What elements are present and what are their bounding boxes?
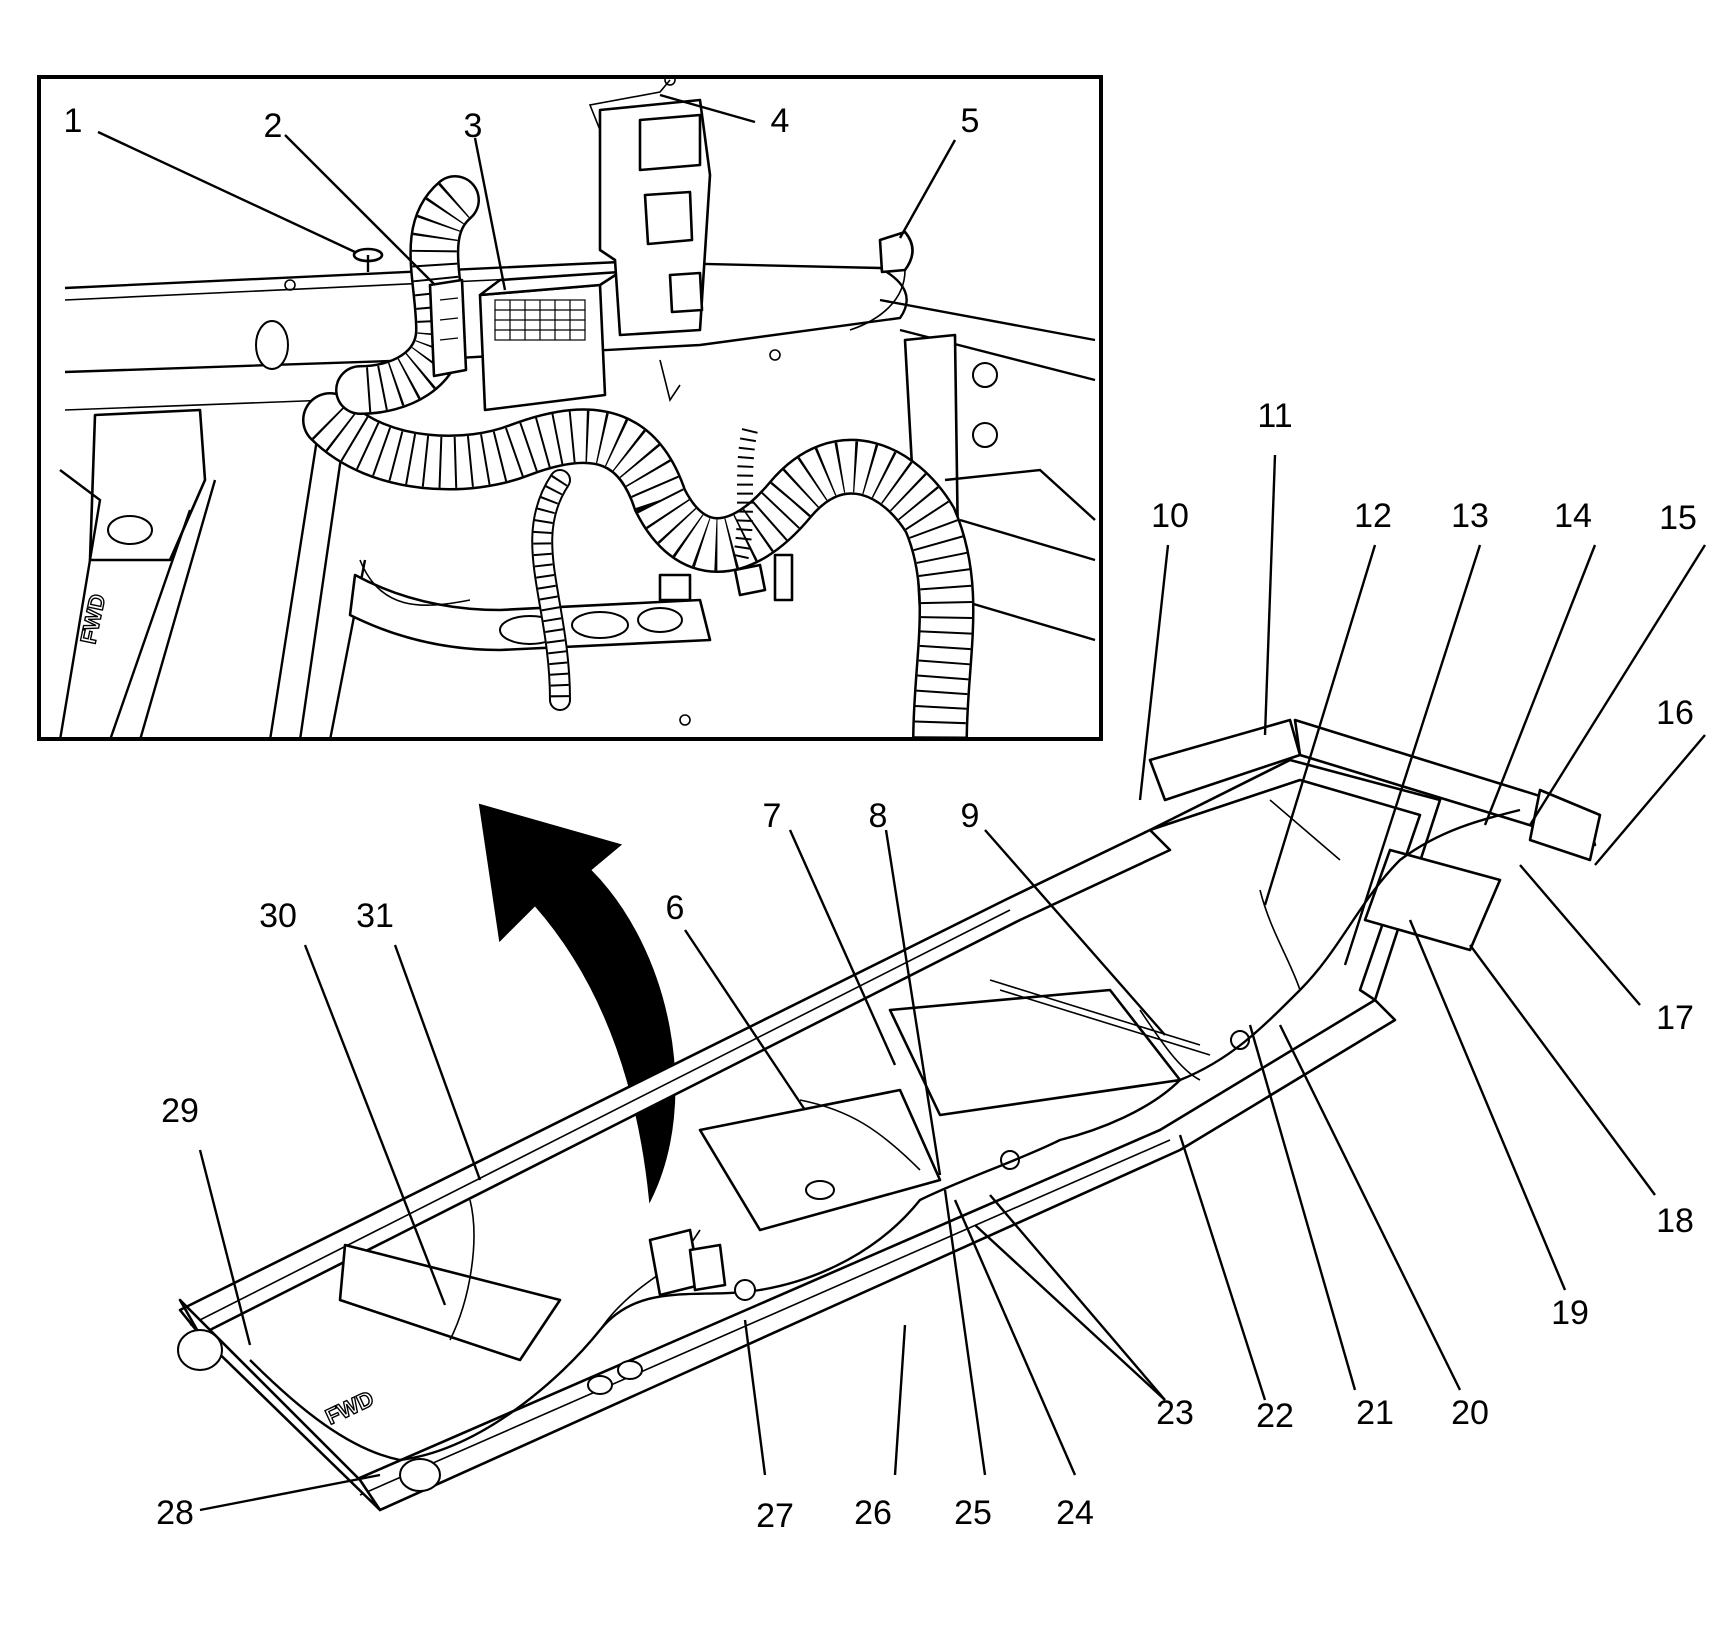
chassis-frame-view: FWD <box>177 718 1602 1512</box>
connector-body <box>428 278 468 378</box>
callout-20: 20 <box>1451 1394 1489 1432</box>
leader-4 <box>659 93 756 124</box>
callout-31: 31 <box>356 897 394 935</box>
callout-2: 2 <box>264 107 283 145</box>
callout-1: 1 <box>64 102 83 140</box>
fwd-stamp-small: FWD <box>322 1386 378 1430</box>
callout-13: 13 <box>1451 497 1489 535</box>
inset-detail-view: FWD <box>37 75 1103 741</box>
callout-22: 22 <box>1256 1397 1294 1435</box>
callout-6: 6 <box>666 889 685 927</box>
nut-a <box>733 563 767 597</box>
callout-28: 28 <box>156 1494 194 1532</box>
fuse-block-grid <box>494 299 586 341</box>
callout-25: 25 <box>954 1494 992 1532</box>
callout-23: 23 <box>1156 1394 1194 1432</box>
callout-26: 26 <box>854 1494 892 1532</box>
callout-12: 12 <box>1354 497 1392 535</box>
fuse-block-body <box>478 283 607 412</box>
rear-left-bracket <box>1148 718 1302 802</box>
callout-10: 10 <box>1151 497 1189 535</box>
main-frame-harness <box>249 808 1521 1462</box>
callout-9: 9 <box>961 797 980 835</box>
nut-c <box>773 553 794 602</box>
callout-27: 27 <box>756 1497 794 1535</box>
front-crossmember <box>178 1298 382 1512</box>
callout-11: 11 <box>1257 397 1292 435</box>
leader-5 <box>898 139 957 239</box>
mid-crossmember <box>888 988 1182 1117</box>
main-callouts: 6 7 8 9 10 11 12 13 14 15 16 17 18 19 20… <box>156 397 1697 1535</box>
callout-14: 14 <box>1554 497 1592 535</box>
leader-2 <box>284 134 436 286</box>
near-frame-rail <box>353 998 1397 1512</box>
rear-right-bracket <box>1528 788 1602 862</box>
floor-oval-hole <box>255 320 289 370</box>
callout-8: 8 <box>869 797 888 835</box>
callout-16: 16 <box>1656 694 1694 732</box>
callout-7: 7 <box>763 797 782 835</box>
leader-3 <box>473 137 507 291</box>
callout-3: 3 <box>464 107 483 145</box>
callout-21: 21 <box>1356 1394 1394 1432</box>
rear-crossmember <box>1363 848 1502 952</box>
front-suspension-bracket <box>338 1243 562 1362</box>
callout-24: 24 <box>1056 1494 1094 1532</box>
floor-panel-edge <box>64 260 908 374</box>
front-mount-hole <box>177 1329 223 1371</box>
leader-1 <box>97 130 356 254</box>
callout-30: 30 <box>259 897 297 935</box>
rear-bumper-bar <box>1293 718 1597 847</box>
callout-29: 29 <box>161 1092 199 1130</box>
main-leader-lines <box>198 454 1707 1512</box>
callout-18: 18 <box>1656 1202 1694 1240</box>
trans-crossmember <box>698 1088 942 1232</box>
callout-5: 5 <box>961 102 980 140</box>
inset-callouts: 1 2 3 4 5 <box>64 102 980 145</box>
sensor-body <box>878 230 914 274</box>
callout-15: 15 <box>1659 499 1697 537</box>
nut-b <box>658 573 692 602</box>
rear-kickup <box>1148 758 1442 1002</box>
callout-19: 19 <box>1551 1294 1589 1332</box>
callout-17: 17 <box>1656 999 1694 1037</box>
callout-4: 4 <box>771 102 790 140</box>
